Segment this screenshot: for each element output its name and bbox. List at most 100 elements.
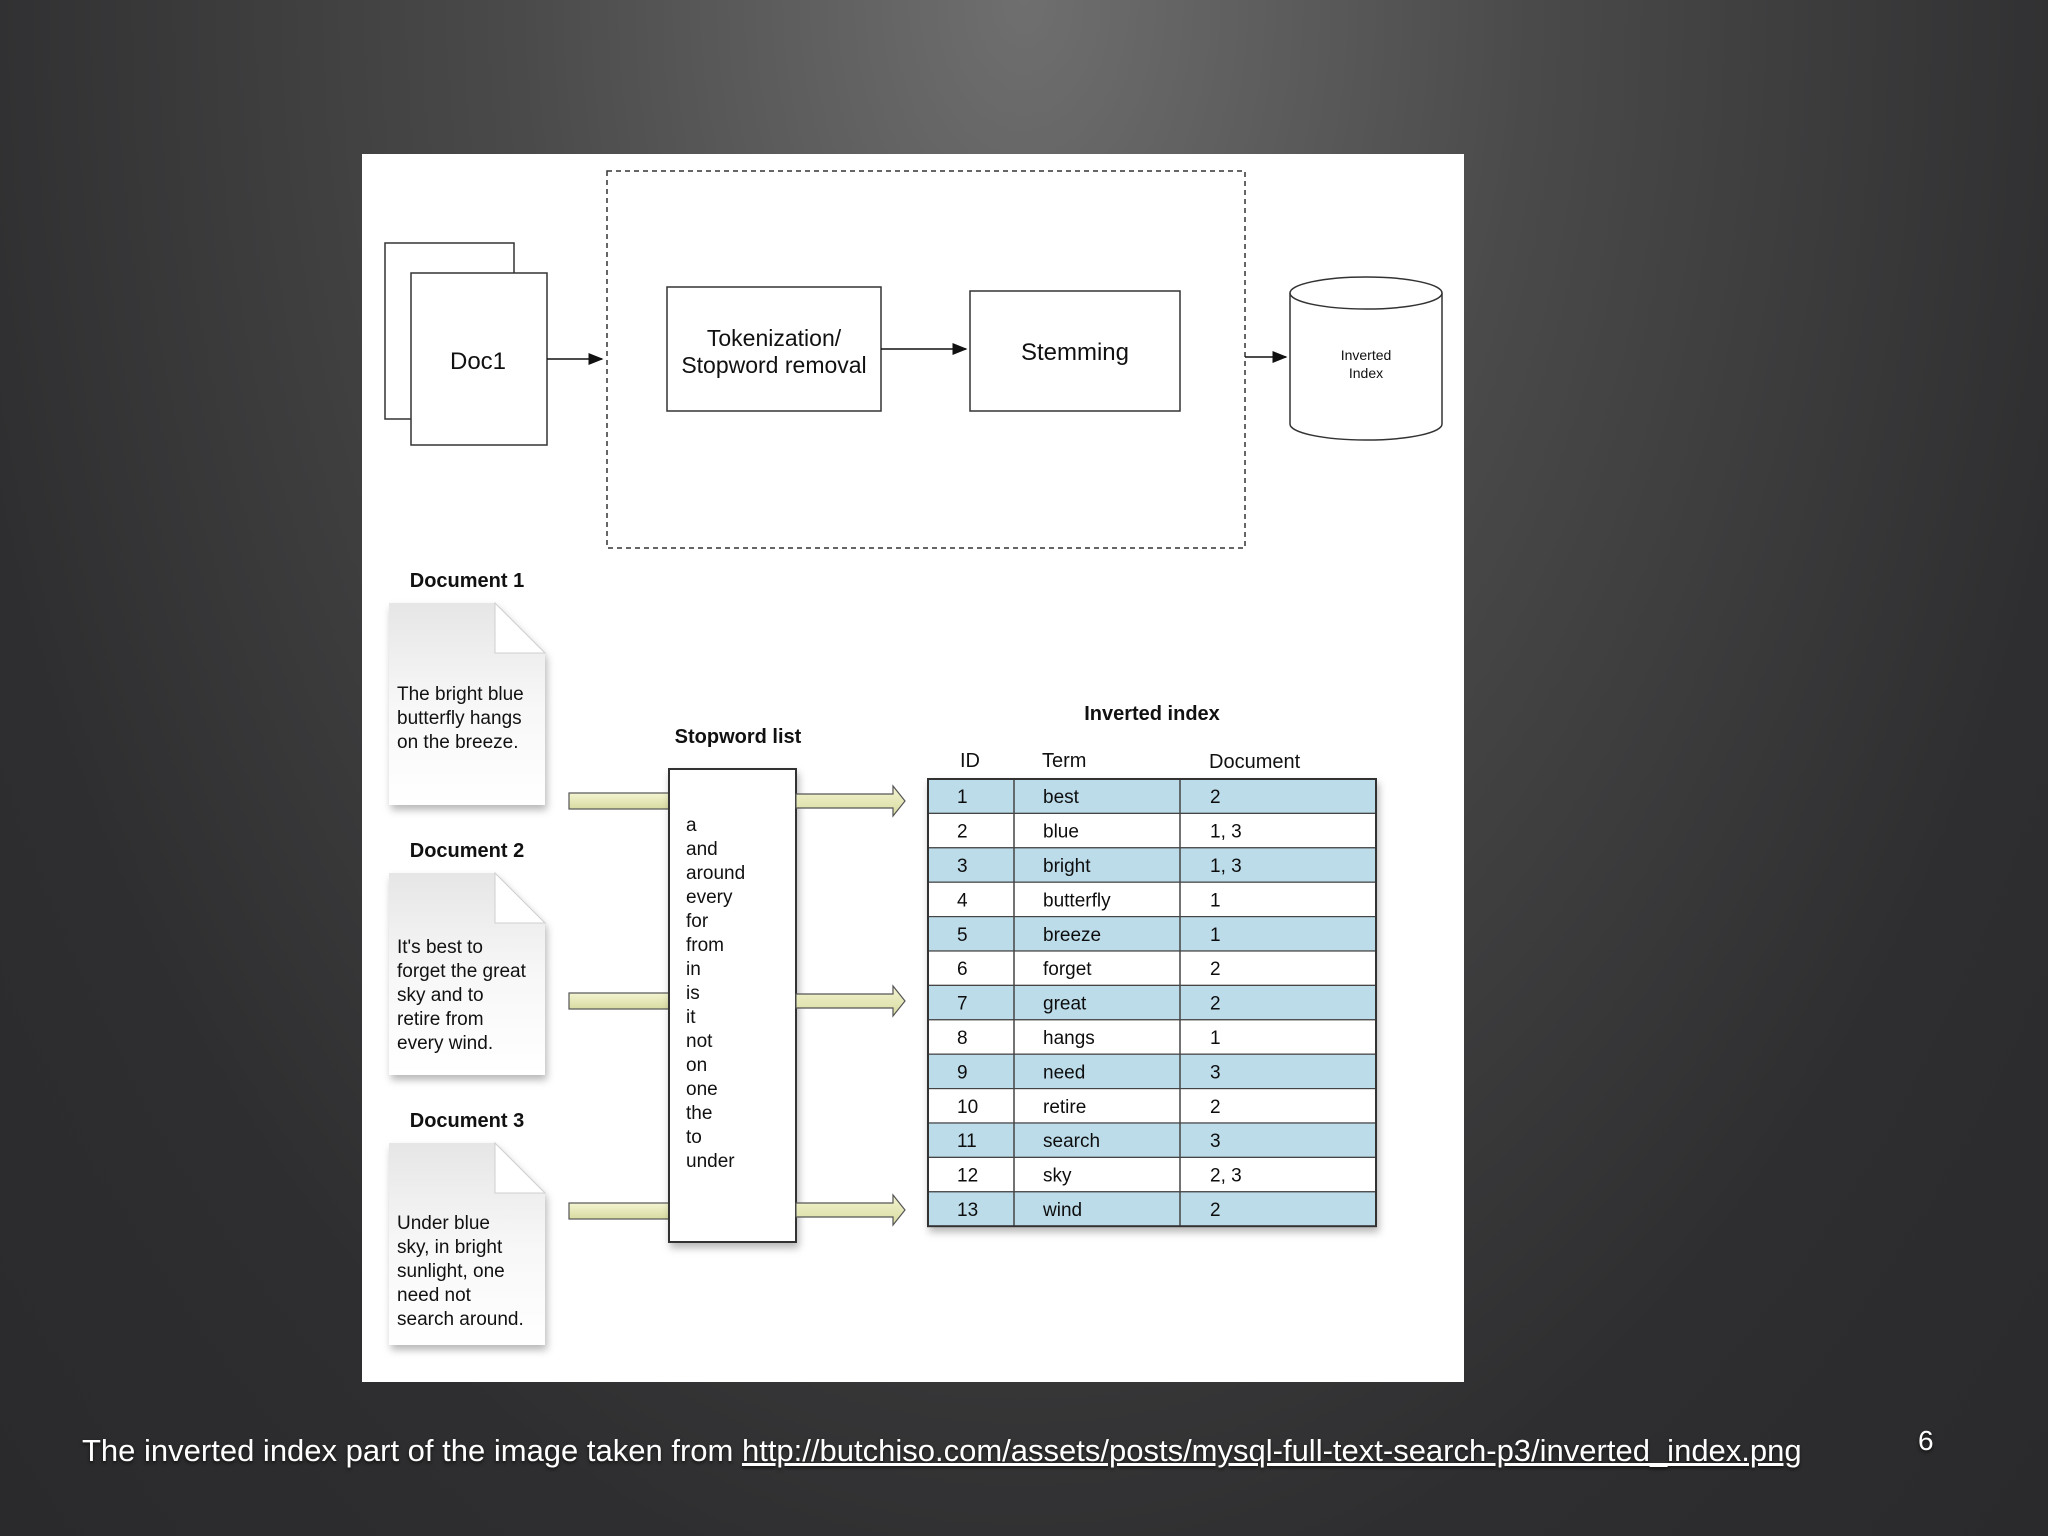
- cell-term: wind: [1042, 1200, 1082, 1221]
- cell-document: 1: [1210, 925, 1221, 946]
- arrow-document-1-to-stopwords: [568, 792, 672, 810]
- page-corner-fold: [494, 601, 547, 654]
- source-link[interactable]: http://butchiso.com/assets/posts/mysql-f…: [741, 1433, 1802, 1468]
- stopword-item: not: [686, 1031, 713, 1052]
- cell-document: 2: [1210, 1200, 1221, 1221]
- stemming-label: Stemming: [1021, 339, 1129, 366]
- cell-id: 3: [957, 856, 968, 877]
- arrow-stopwords-to-index-bottom: [795, 1193, 906, 1227]
- table-border: [927, 778, 1377, 1228]
- cell-document: 3: [1210, 1131, 1221, 1152]
- stopword-item: in: [686, 959, 701, 980]
- cell-id: 10: [957, 1097, 978, 1118]
- document-2: Document 2 It's best to forget the great…: [389, 840, 547, 1075]
- cell-document: 2: [1210, 1097, 1221, 1118]
- cell-term: need: [1043, 1062, 1085, 1083]
- document-text-line: retire from: [397, 1009, 484, 1030]
- document-title: Document 2: [410, 840, 524, 862]
- cell-id: 13: [957, 1200, 978, 1221]
- cell-id: 11: [957, 1131, 977, 1152]
- table-row: 5 breeze 1: [927, 915, 1377, 952]
- diagram-panel: Doc1 Tokenization/ Stopword removal Stem…: [362, 154, 1464, 1382]
- cell-document: 1, 3: [1210, 856, 1242, 877]
- index-label-line2: Index: [1349, 365, 1383, 381]
- cell-term: butterfly: [1043, 890, 1111, 911]
- cell-term: breeze: [1043, 925, 1101, 946]
- stopword-item: from: [686, 935, 724, 956]
- stopword-item: one: [686, 1079, 718, 1100]
- cell-term: great: [1043, 994, 1087, 1015]
- arrow-document-3-to-stopwords: [568, 1202, 672, 1220]
- arrow-stopwords-to-index-middle: [795, 984, 906, 1018]
- table-row-background: [927, 881, 1377, 918]
- caption-text: The inverted index part of the image tak…: [82, 1433, 742, 1468]
- document-text-line: on the breeze.: [397, 732, 518, 753]
- tokenization-label-line1: Tokenization/: [707, 325, 842, 351]
- table-row-background: [927, 1019, 1377, 1055]
- slide-number: 6: [1918, 1425, 1934, 1456]
- stopword-list-box: [668, 768, 797, 1243]
- stopword-item: every: [686, 887, 733, 908]
- document-text-line: It's best to: [397, 937, 483, 958]
- table-row-background: [927, 950, 1377, 987]
- cell-id: 8: [957, 1028, 968, 1049]
- cell-document: 3: [1210, 1062, 1221, 1083]
- cell-id: 6: [957, 959, 968, 980]
- inverted-index-database: Inverted Index: [1289, 276, 1443, 441]
- cell-document: 2: [1210, 959, 1221, 980]
- table-row-background: [927, 1087, 1377, 1124]
- table-row: 13 wind 2: [927, 1191, 1377, 1227]
- stemming-box: [969, 290, 1181, 412]
- stopword-item: around: [686, 863, 745, 884]
- document-text-line: need not: [397, 1285, 472, 1306]
- cell-document: 1, 3: [1210, 822, 1242, 843]
- pipeline: Doc1 Tokenization/ Stopword removal Stem…: [384, 170, 1443, 549]
- document-text-line: search around.: [397, 1309, 524, 1330]
- stopword-item: on: [686, 1055, 707, 1076]
- index-label-line1: Inverted: [1341, 347, 1392, 363]
- document-3: Document 3 Under blue sky, in bright sun…: [389, 1110, 547, 1345]
- cell-id: 5: [957, 925, 968, 946]
- document-text-line: sky, in bright: [397, 1237, 503, 1258]
- stopword-item: the: [686, 1103, 712, 1124]
- cell-id: 4: [957, 890, 968, 911]
- inverted-index-title: Inverted index: [1084, 703, 1220, 725]
- column-header-id: ID: [960, 750, 980, 772]
- document-title: Document 1: [410, 570, 524, 592]
- table-row: 8 hangs 1: [927, 1019, 1377, 1055]
- document-text-line: forget the great: [397, 961, 527, 982]
- tokenization-label-line2: Stopword removal: [681, 352, 866, 378]
- doc-stack-front: [410, 272, 548, 446]
- document-text-line: every wind.: [397, 1033, 493, 1054]
- cell-term: retire: [1043, 1097, 1086, 1118]
- table-row-background: [927, 1122, 1377, 1159]
- stopword-list-title: Stopword list: [675, 726, 802, 748]
- cell-id: 1: [957, 787, 968, 808]
- document-text-line: The bright blue: [397, 684, 524, 705]
- cell-term: blue: [1043, 822, 1079, 843]
- document-text-line: sky and to: [397, 985, 484, 1006]
- cell-document: 2: [1210, 787, 1221, 808]
- stopword-item: a: [686, 815, 697, 836]
- cell-term: hangs: [1043, 1028, 1095, 1049]
- slide-caption: The inverted index part of the image tak…: [82, 1433, 1982, 1469]
- cell-term: sky: [1043, 1166, 1072, 1187]
- document-text-line: Under blue: [397, 1213, 490, 1234]
- doc1-label: Doc1: [450, 348, 506, 375]
- table-row-background: [927, 984, 1377, 1021]
- inverted-index-diagram: Doc1 Tokenization/ Stopword removal Stem…: [384, 170, 1443, 1345]
- page-corner-fold: [494, 1141, 547, 1194]
- cell-document: 1: [1210, 1028, 1221, 1049]
- table-row-background: [927, 915, 1377, 952]
- page-corner-fold: [494, 871, 547, 924]
- document-text-line: sunlight, one: [397, 1261, 505, 1282]
- table-row-background: [927, 1191, 1377, 1227]
